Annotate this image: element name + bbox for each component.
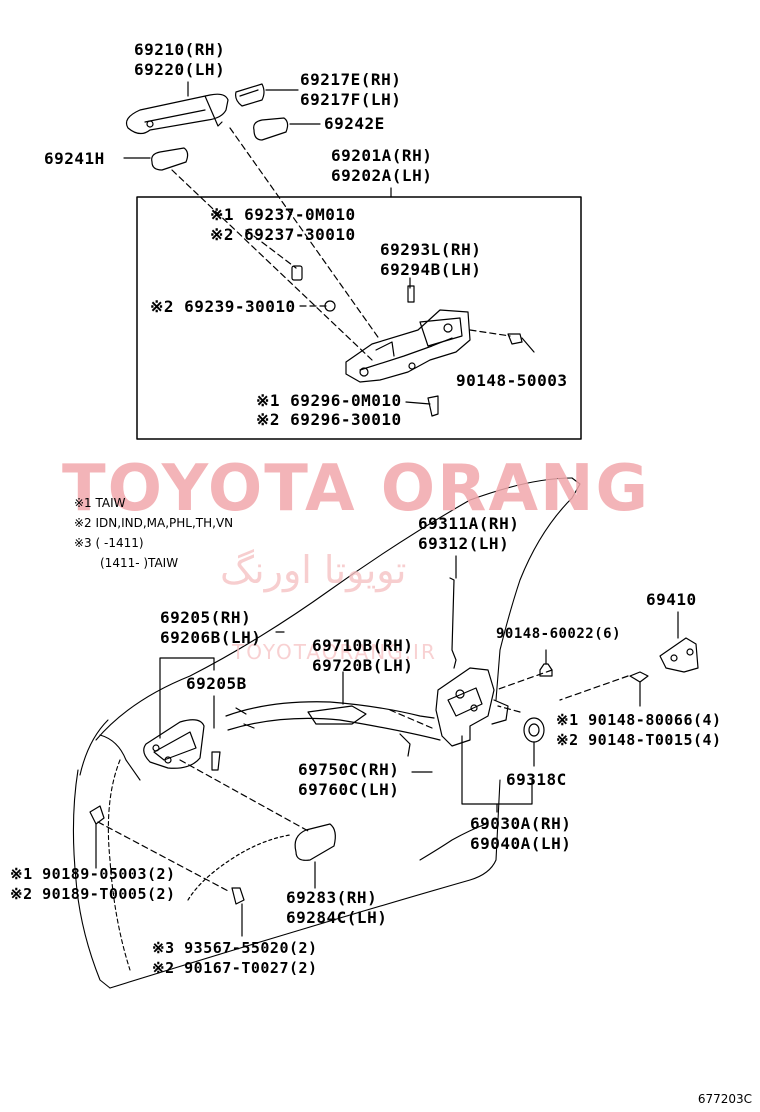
part-label-90148-t0015: ※2 90148-T0015(4) [556, 731, 722, 749]
inside-handle-drawing [143, 657, 221, 771]
assembly-box [136, 196, 582, 440]
part-label-69312: 69312(LH) [418, 534, 510, 553]
screw-60022-drawing [539, 649, 553, 677]
part-label-69220: 69220(LH) [134, 60, 226, 79]
part-label-69293l: 69293L(RH) [380, 240, 482, 259]
part-label-69217e: 69217E(RH) [300, 70, 402, 89]
lock-assembly-drawing [435, 667, 533, 813]
part-label-69237-1: ※1 69237-0M010 [210, 205, 356, 224]
part-label-69284c: 69284C(LH) [286, 908, 388, 927]
part-label-69296-2: ※2 69296-30010 [256, 410, 402, 429]
cover-69283-drawing [294, 823, 336, 889]
watermark-main: TOYOTA ORANG [62, 452, 651, 526]
door-outline [72, 477, 581, 989]
part-label-69318c: 69318C [506, 770, 567, 789]
part-label-69311a: 69311A(RH) [418, 514, 520, 533]
part-label-90167: ※2 90167-T0027(2) [152, 959, 318, 977]
part-label-90189-05003: ※1 90189-05003(2) [10, 865, 176, 883]
diagram-code: 677203C [697, 1092, 752, 1106]
part-label-93567: ※3 93567-55020(2) [152, 939, 318, 957]
part-label-69296-1: ※1 69296-0M010 [256, 391, 402, 410]
part-label-69205b: 69205B [186, 674, 247, 693]
part-label-90189-t0005: ※2 90189-T0005(2) [10, 885, 176, 903]
part-label-69239: ※2 69239-30010 [150, 297, 296, 316]
part-label-69237-2: ※2 69237-30010 [210, 225, 356, 244]
clip-screws-drawing [89, 805, 245, 937]
leader-90148-50003 [521, 337, 535, 353]
cable-drawing [225, 671, 441, 757]
dashed-guides-bottom [97, 669, 629, 893]
part-label-69217f: 69217F(LH) [300, 90, 402, 109]
leader-69296 [405, 401, 431, 405]
part-label-69242e: 69242E [324, 114, 385, 133]
small-parts-box [291, 265, 535, 417]
bracket-69205 [159, 657, 215, 739]
part-label-69710b: 69710B(RH) [312, 636, 414, 655]
part-label-69720b: 69720B(LH) [312, 656, 414, 675]
watermark-persian: تویوتا اورنگ [220, 548, 407, 592]
pad-69242e-drawing [253, 117, 321, 141]
legend-note-2: ※2 IDN,IND,MA,PHL,TH,VN [74, 516, 234, 530]
part-label-69202a: 69202A(LH) [331, 166, 433, 185]
legend-note-3a: ※3 ( -1411) [74, 536, 144, 550]
part-label-69410: 69410 [646, 590, 697, 609]
outside-handle-drawing [125, 81, 229, 135]
legend-note-1: ※1 TAIW [74, 496, 126, 510]
part-label-90148-60022: 90148-60022(6) [496, 626, 622, 642]
handle-frame-drawing [345, 309, 471, 383]
part-label-69241h: 69241H [44, 149, 105, 168]
legend-note-3b: (1411- )TAIW [100, 556, 179, 570]
label-leaders [275, 631, 433, 773]
part-label-90148-80066: ※1 90148-80066(4) [556, 711, 722, 729]
pad-69241h-drawing [123, 147, 189, 171]
part-label-69201a: 69201A(RH) [331, 146, 433, 165]
part-label-69210: 69210(RH) [134, 40, 226, 59]
striker-drawing [629, 611, 699, 707]
watermark-url: TOYOTAORANG.IR [232, 640, 437, 664]
door-hole [187, 834, 291, 901]
part-label-69205: 69205(RH) [160, 608, 252, 627]
part-label-69283: 69283(RH) [286, 888, 378, 907]
part-label-69294b: 69294B(LH) [380, 260, 482, 279]
part-label-69760c: 69760C(LH) [298, 780, 400, 799]
grommet-drawing [523, 717, 545, 767]
part-label-90148-50003: 90148-50003 [456, 371, 568, 390]
handle-cap-drawing [235, 83, 299, 107]
rod-drawing [449, 555, 457, 669]
part-label-69030a: 69030A(RH) [470, 814, 572, 833]
part-label-69750c: 69750C(RH) [298, 760, 400, 779]
part-label-69206b: 69206B(LH) [160, 628, 262, 647]
part-label-69040a: 69040A(LH) [470, 834, 572, 853]
